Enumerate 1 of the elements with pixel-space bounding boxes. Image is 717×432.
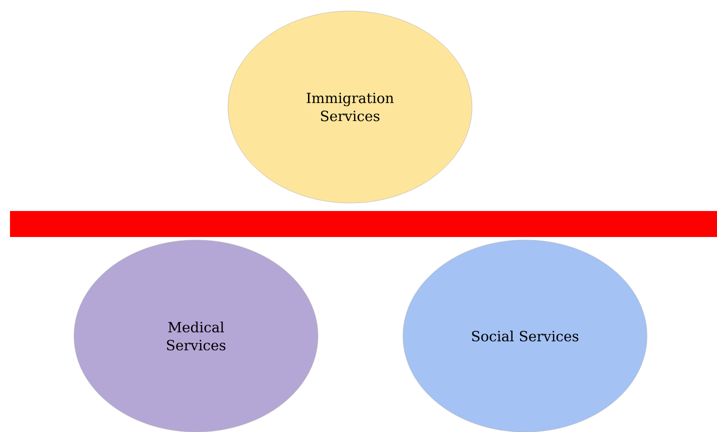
barrier-bar (10, 211, 717, 237)
